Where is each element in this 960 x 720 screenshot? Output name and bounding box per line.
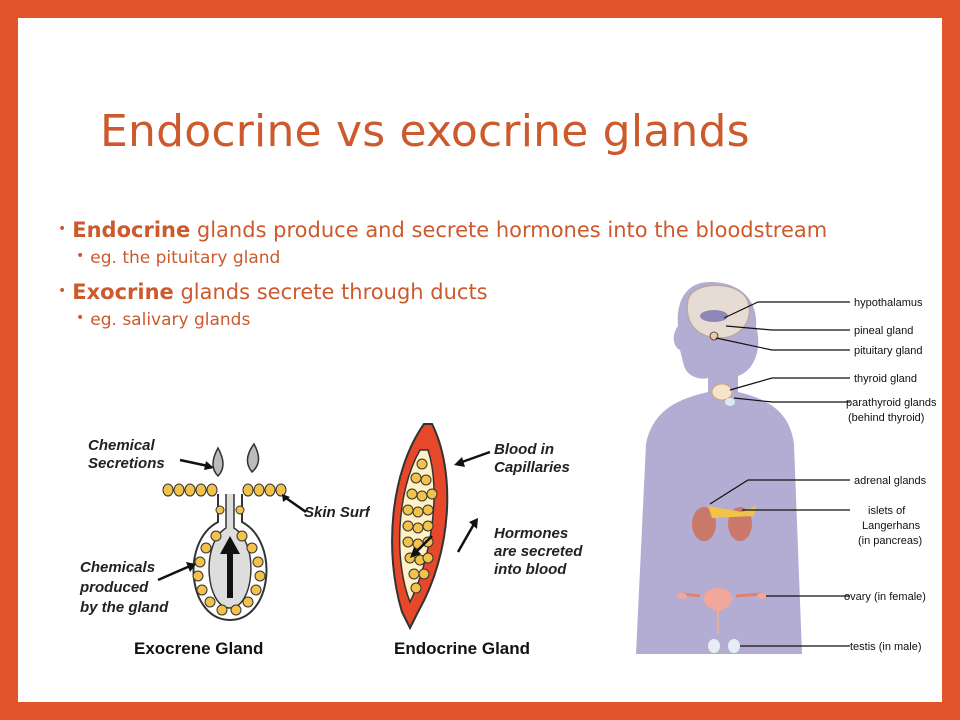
bullet-exocrine: • Exocrine glands secrete through ducts [58, 280, 918, 304]
bullet-dot-icon: • [76, 310, 85, 326]
organ-langerhans: Langerhans [862, 520, 921, 532]
label-skin-surface: Skin Surface [304, 504, 370, 521]
bullet-dot-icon: • [58, 283, 67, 299]
organ-parathyroid-note: (behind thyroid) [848, 412, 924, 424]
label-produced: produced [79, 579, 149, 596]
bullet-dot-icon: • [58, 221, 67, 237]
endocrine-system-body-diagram: hypothalamus pineal gland pituitary glan… [636, 282, 937, 654]
organ-islets-of: islets of [868, 505, 906, 517]
label-by-the-gland: by the gland [80, 599, 169, 616]
skin-surface-cells [162, 483, 287, 497]
bullet-endocrine: • Endocrine glands produce and secrete ho… [58, 218, 918, 242]
organ-ovary: ovary (in female) [844, 591, 926, 603]
bullet-list: • Endocrine glands produce and secrete ho… [58, 218, 918, 342]
exocrine-gland-diagram: Chemical Secretions Skin Surface Chemica… [79, 437, 370, 658]
label-hormones: Hormones [494, 525, 568, 542]
sub-bullet-exocrine: • eg. salivary glands [76, 310, 918, 330]
organ-parathyroid-glands: parathyroid glands [846, 397, 937, 409]
label-blood-in: Blood in [494, 441, 554, 458]
endocrine-caption: Endocrine Gland [394, 639, 530, 658]
label-capillaries: Capillaries [494, 459, 570, 476]
organ-in-pancreas: (in pancreas) [858, 535, 922, 547]
bullet-bold: Endocrine [72, 218, 191, 242]
sub-bullet-endocrine: • eg. the pituitary gland [76, 248, 918, 268]
label-are-secreted: are secreted [494, 543, 583, 560]
exocrine-caption: Exocrene Gland [134, 639, 263, 658]
label-into-blood: into blood [494, 561, 567, 578]
bullet-dot-icon: • [76, 248, 85, 264]
organ-hypothalamus: hypothalamus [854, 297, 923, 309]
label-chemicals: Chemicals [80, 559, 155, 576]
label-chemical: Chemical [88, 437, 156, 454]
label-secretions: Secretions [88, 455, 165, 472]
bullet-text: glands produce and secrete hormones into… [190, 218, 828, 242]
slide-title: Endocrine vs exocrine glands [100, 106, 750, 157]
sub-bullet-text: eg. salivary glands [90, 310, 251, 330]
organ-pituitary-gland: pituitary gland [854, 345, 923, 357]
bullet-text: glands secrete through ducts [173, 280, 488, 304]
endocrine-gland-diagram: Blood in Capillaries Hormones are secret… [391, 423, 583, 658]
organ-pineal-gland: pineal gland [854, 325, 913, 337]
slide: Endocrine vs exocrine glands • Endocrine … [18, 18, 942, 702]
bullet-bold: Exocrine [72, 280, 174, 304]
organ-adrenal-glands: adrenal glands [854, 475, 927, 487]
sub-bullet-text: eg. the pituitary gland [90, 248, 281, 268]
body-silhouette [636, 282, 802, 654]
organ-testis: testis (in male) [850, 641, 922, 653]
organ-thyroid-gland: thyroid gland [854, 373, 917, 385]
